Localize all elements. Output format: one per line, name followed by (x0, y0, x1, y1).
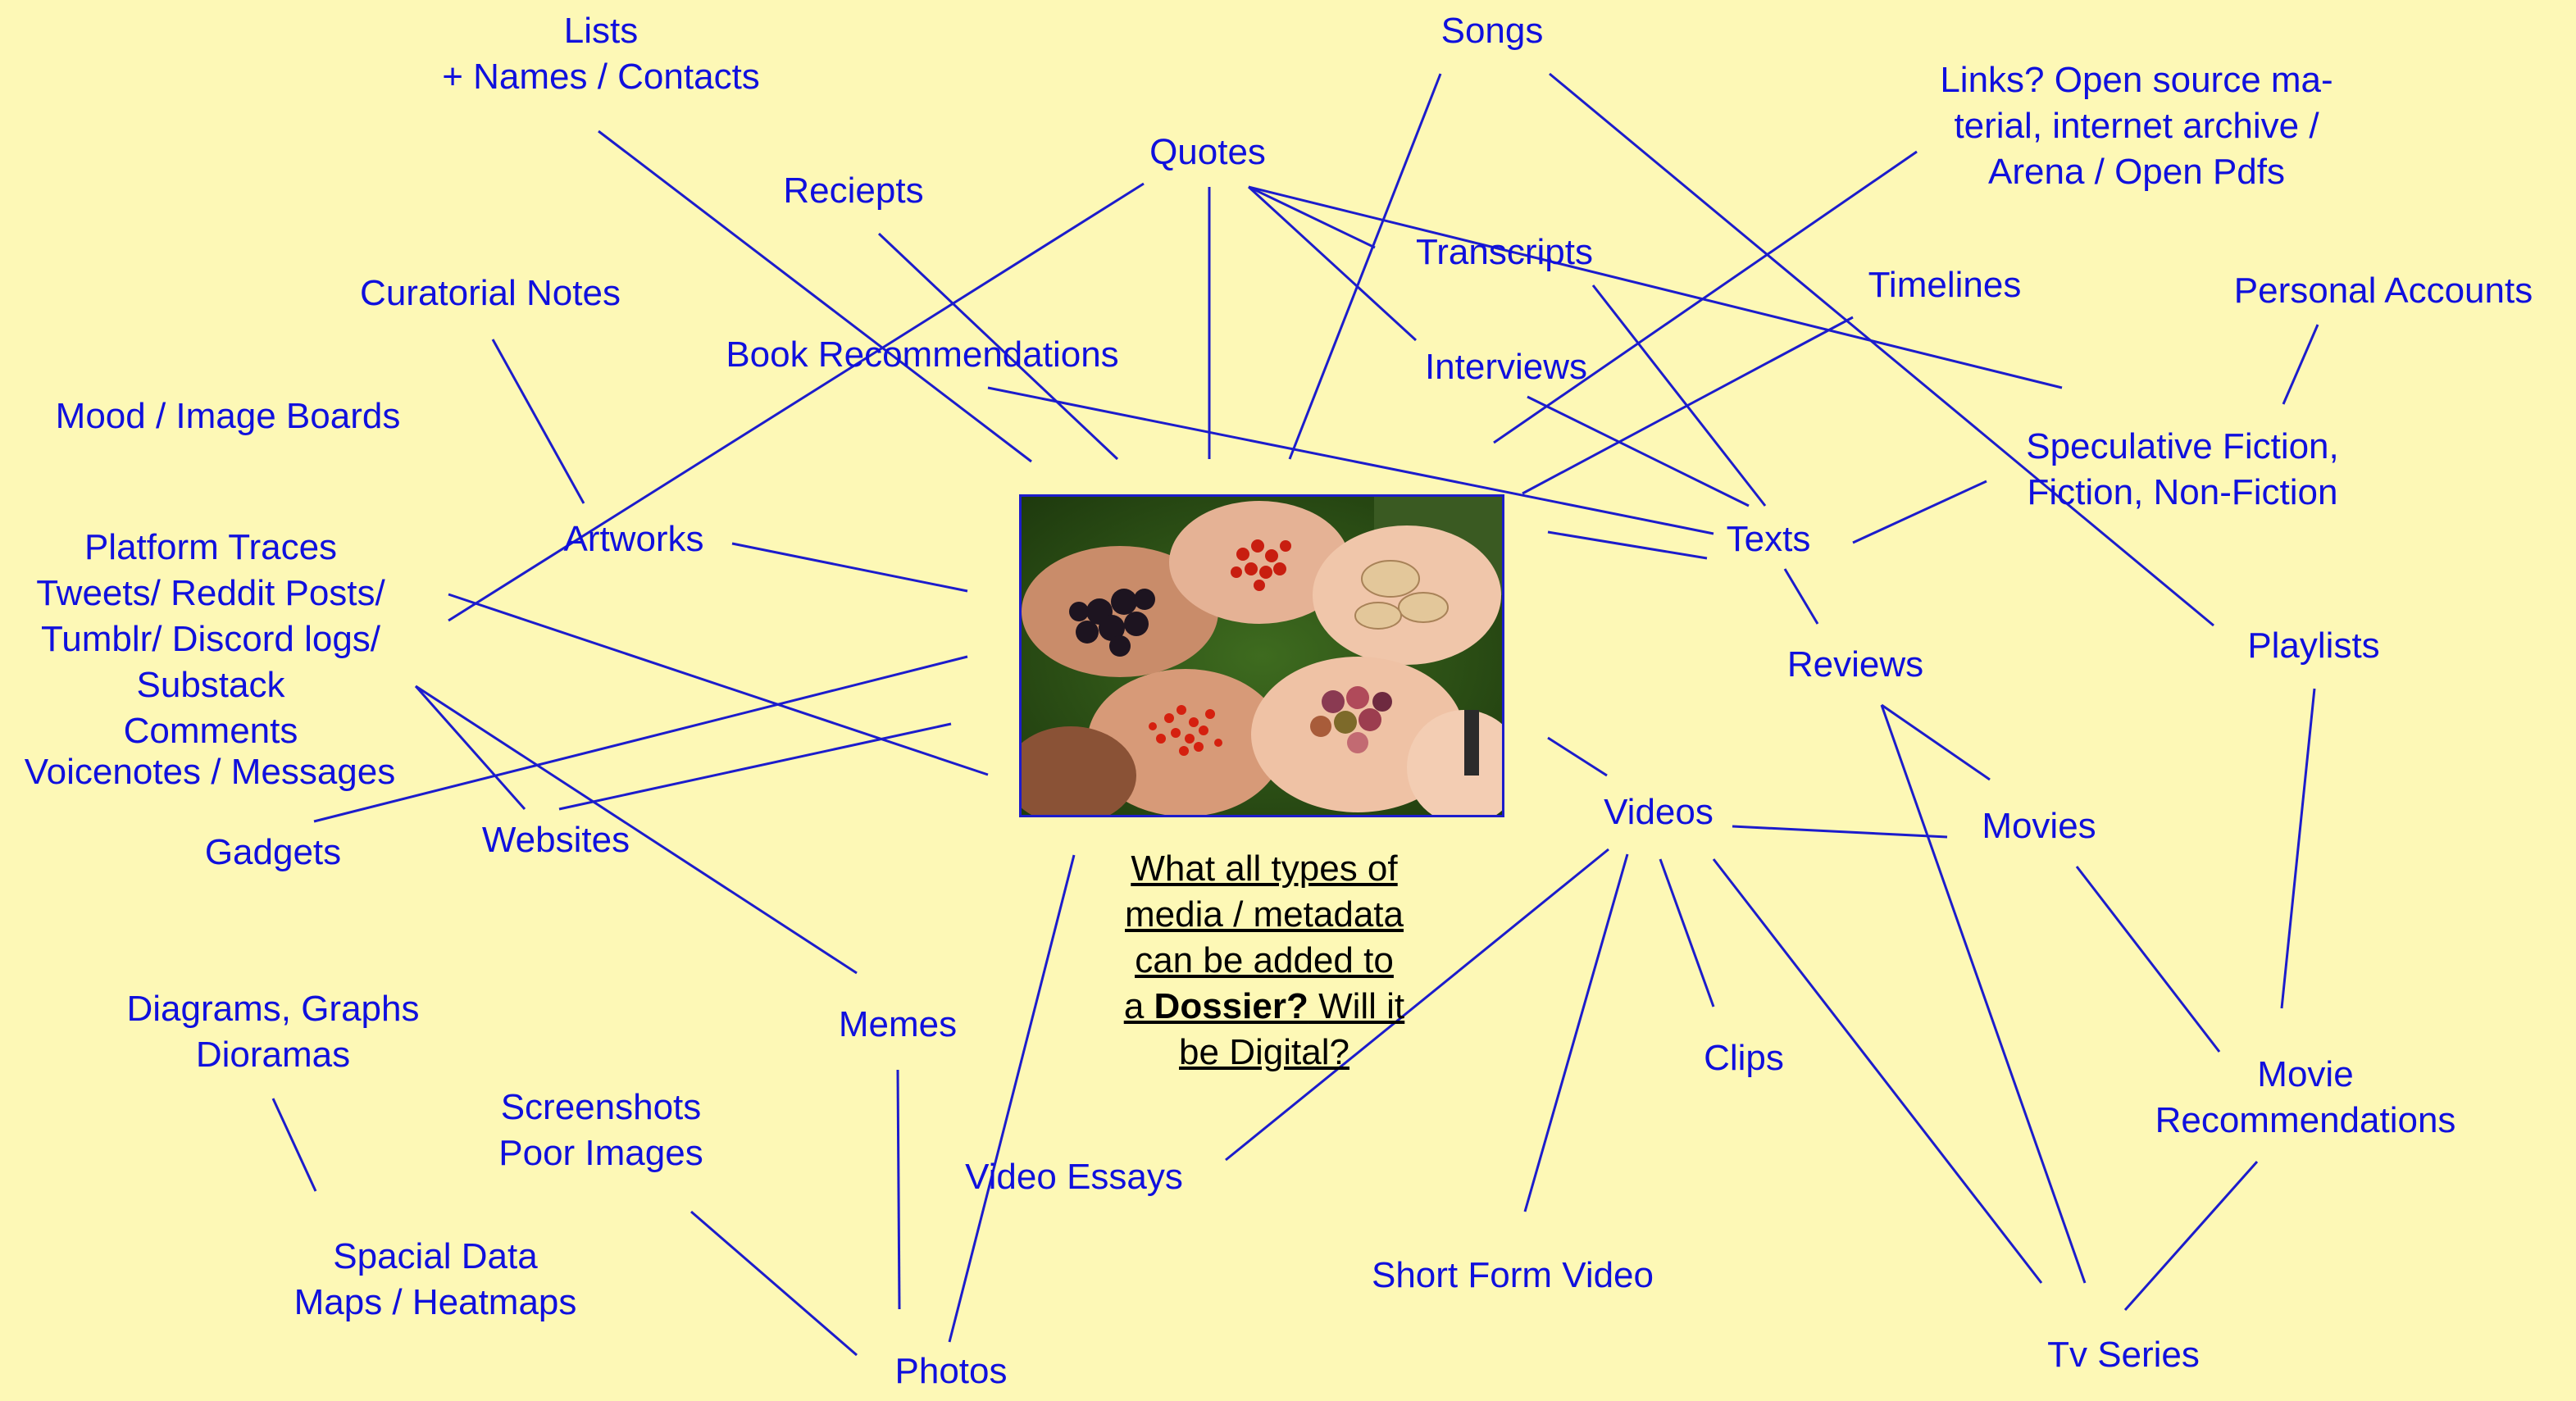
node-websites: Websites (481, 820, 630, 860)
node-movies: Movies (1982, 806, 2096, 846)
node-book-recommendations: Book Recommendations (726, 334, 1119, 375)
connector-line (1712, 858, 2043, 1284)
node-mood-image-boards: Mood / Image Boards (55, 396, 401, 436)
node-screenshots: Screenshots Poor Images (498, 1087, 703, 1173)
connector-line (1522, 316, 1854, 495)
connector-line (896, 1069, 901, 1310)
question-line-4-suffix: Will it (1308, 986, 1405, 1026)
question-line-4: a Dossier? Will it (1124, 984, 1404, 1030)
connector-line (1783, 568, 1819, 625)
node-voicenotes-messages: Voicenotes / Messages (24, 752, 396, 792)
question-line-5: be Digital? (1179, 1032, 1349, 1072)
connector-line (491, 339, 585, 504)
connector-line (271, 1098, 317, 1192)
node-photos: Photos (894, 1351, 1008, 1391)
node-playlists: Playlists (2247, 625, 2380, 666)
connector-line (1247, 185, 1418, 342)
node-transcripts: Transcripts (1416, 232, 1593, 272)
connector-line (2123, 1161, 2259, 1311)
node-speculative-fiction: Speculative Fiction, Fiction, Non-Fictio… (2026, 426, 2339, 512)
connector-line (1659, 858, 1715, 1008)
connector-line (1880, 704, 2087, 1284)
node-curatorial-notes: Curatorial Notes (360, 273, 621, 313)
connector-line (948, 854, 1076, 1343)
connector-line (1852, 480, 1987, 544)
connector-line (598, 130, 1032, 463)
connector-line (448, 593, 989, 776)
hands-holding-berries-photo-icon (1022, 497, 1502, 815)
connector-line (1881, 703, 1991, 781)
connector-line (415, 685, 858, 975)
connector-line (1523, 853, 1629, 1212)
connector-line (1547, 736, 1608, 777)
connector-line (1288, 73, 1442, 460)
node-platform-traces: Platform Traces Tweets/ Reddit Posts/ Tu… (36, 527, 385, 751)
question-line-4-prefix: a (1123, 986, 1154, 1026)
center-hands-berries-photo (1019, 494, 1504, 817)
connector-line (1225, 848, 1609, 1162)
node-interviews: Interviews (1424, 347, 1588, 387)
node-personal-accounts: Personal Accounts (2233, 271, 2533, 311)
connector-line (448, 182, 1145, 622)
node-movie-recommendations: Movie Recommendations (2155, 1054, 2456, 1140)
connector-line (1527, 395, 1750, 507)
connector-line (2280, 688, 2316, 1009)
node-spacial-data: Spacial Data Maps / Heatmaps (294, 1236, 577, 1322)
connector-line (690, 1210, 858, 1357)
node-reviews: Reviews (1786, 644, 1924, 685)
node-lists: Lists + Names / Contacts (442, 11, 760, 97)
node-videos: Videos (1604, 792, 1714, 832)
connector-line (731, 542, 968, 593)
connector-line (877, 232, 1119, 461)
connector-line (1547, 530, 1708, 560)
node-clips: Clips (1704, 1038, 1784, 1078)
dossier-question: What all types of media / metadata can b… (1124, 846, 1404, 1076)
connector-line (1549, 72, 2214, 627)
connector-line (1732, 825, 1948, 839)
connector-line (987, 386, 1714, 535)
node-timelines: Timelines (1868, 265, 2022, 305)
node-artworks: Artworks (563, 519, 704, 559)
connector-line (1591, 284, 1767, 507)
node-texts: Texts (1726, 519, 1811, 559)
question-dossier-bold: Dossier? (1154, 986, 1308, 1026)
node-memes: Memes (838, 1004, 958, 1044)
node-links: Links? Open source ma- terial, internet … (1940, 60, 2333, 192)
question-line-2: media / metadata (1125, 894, 1404, 935)
node-diagrams-graphs: Diagrams, Graphs Dioramas (126, 989, 420, 1075)
node-short-form-video: Short Form Video (1371, 1255, 1654, 1295)
connector-line (313, 655, 968, 823)
connector-line (2282, 324, 2319, 405)
node-video-essays: Video Essays (965, 1157, 1183, 1197)
question-line-1: What all types of (1131, 848, 1398, 889)
connector-line (1493, 150, 1918, 444)
connector-line (1248, 185, 1376, 249)
node-tv-series: Tv Series (2047, 1335, 2200, 1375)
connector-line (2075, 866, 2221, 1053)
node-quotes: Quotes (1149, 132, 1266, 172)
question-line-3: can be added to (1135, 940, 1394, 980)
node-gadgets: Gadgets (204, 832, 342, 872)
connector-line (414, 685, 526, 810)
connector-line (558, 722, 952, 811)
node-songs: Songs (1440, 11, 1544, 51)
node-reciepts: Reciepts (783, 171, 924, 211)
